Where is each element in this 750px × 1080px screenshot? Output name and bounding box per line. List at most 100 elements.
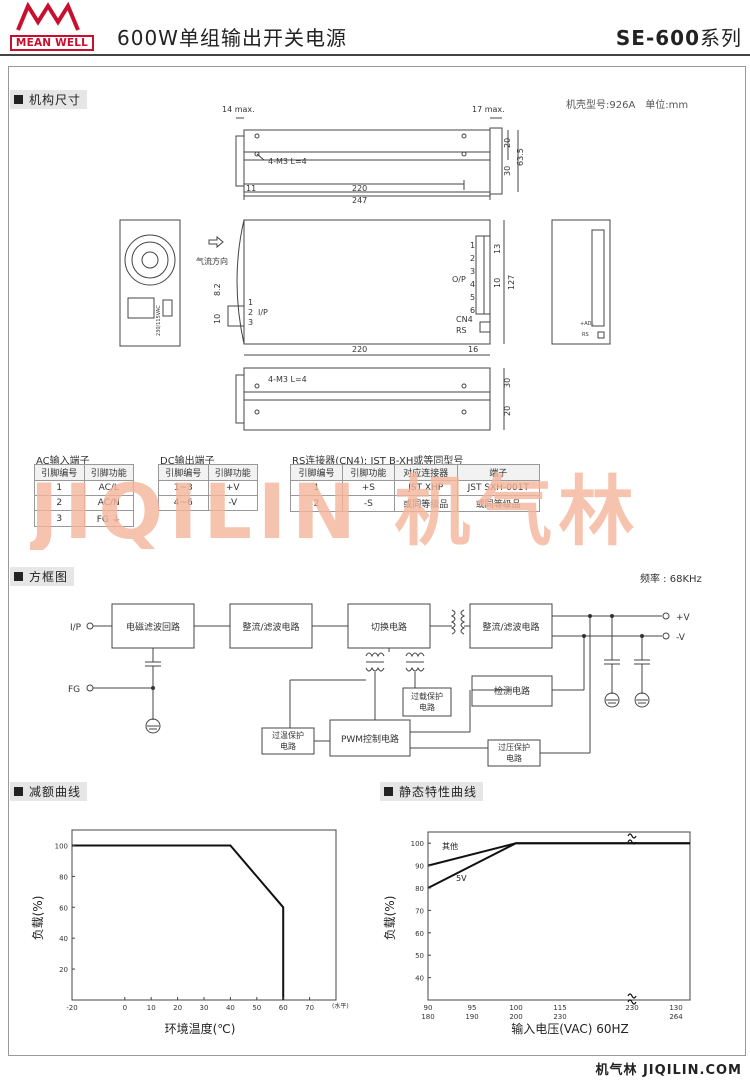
static-x-tick2: 200 (509, 1013, 522, 1021)
derating-x-tick: 60 (279, 1004, 288, 1012)
static-section-title: 静态特性曲线 (380, 782, 484, 801)
out-pin-1: 1 (470, 241, 475, 250)
meanwell-logo: MEAN WELL (8, 2, 96, 54)
static-series-other (427, 842, 690, 867)
block-detect (471, 675, 553, 707)
dim-screw-top: 4-M3 L=4 (268, 157, 307, 166)
static-x-tick: 90 (424, 1004, 433, 1012)
block-detect-label: 检测电路 (494, 685, 530, 697)
op-label: O/P (452, 275, 466, 284)
derating-xlabel: 环境温度(℃) (165, 1021, 236, 1036)
derating-ylabel: 负载(%) (31, 896, 45, 941)
derating-y-tick: 40 (59, 935, 68, 943)
static-y-tick: 60 (415, 930, 424, 938)
table-cell: FG ⏚ (83, 510, 134, 527)
block-ovp-label1: 过压保护 (498, 742, 530, 752)
page-title: 600W单组输出开关电源 (117, 26, 347, 50)
static-x-tick: 100 (509, 1004, 522, 1012)
block-orect-label: 整流/滤波电路 (482, 621, 539, 633)
static-x-tick2: 230 (553, 1013, 566, 1021)
block-olp-label2: 电路 (419, 702, 435, 712)
static-x-tick: 95 (468, 1004, 477, 1012)
out-pos-label: +V (676, 613, 691, 623)
watermark: JIQILIN 机气林 (30, 468, 640, 550)
static-x-tick: 115 (553, 1004, 566, 1012)
footer-brand: 机气林 JIQILIN.COM (595, 1063, 742, 1078)
in-pin-1: 1 (248, 298, 253, 307)
dim-20: 20 (503, 138, 512, 148)
mechanical-title-text: 机构尺寸 (29, 93, 82, 107)
dim-17: 17 max. (472, 105, 505, 114)
mechanical-section-title: 机构尺寸 (10, 90, 88, 109)
dim-14: 14 max. (222, 105, 255, 114)
table-cell: 或同等级品 (456, 495, 541, 512)
dim-screw-bottom: 4-M3 L=4 (268, 375, 307, 384)
static-x-tick2: 264 (669, 1013, 683, 1021)
ac-rating-label: 230/115VAC (156, 305, 162, 336)
axis-break-icon (627, 833, 637, 1005)
in-pin-3: 3 (248, 318, 253, 327)
adj-label: +ADJ. (580, 321, 595, 327)
ac-header-pin: 引脚编号 (34, 464, 85, 481)
rs-table-caption: RS连接器(CN4): JST B-XH或等同型号 (292, 456, 464, 467)
block-section-title: 方框图 (10, 567, 75, 586)
static-ylabel: 负载(%) (383, 896, 397, 941)
case-info: 机壳型号:926A 单位:mm (566, 100, 689, 111)
derating-section-title: 减额曲线 (10, 782, 88, 801)
dim-20-bottom: 20 (503, 406, 512, 416)
derating-x-tick: -20 (66, 1004, 77, 1012)
derating-y-tick: 100 (55, 842, 68, 850)
dim-16: 16 (468, 345, 478, 354)
static-plot-area (427, 831, 691, 1001)
series-suffix: 系列 (700, 26, 742, 50)
derating-x-tick: 10 (147, 1004, 156, 1012)
static-series-other-label: 其他 (442, 841, 458, 851)
mechanical-drawing: 14 max. 17 max. 20 30 63.5 4-M3 L=4 11 2… (119, 105, 611, 431)
rs-small-label: RS (582, 332, 589, 338)
derating-x-tick: 0 (123, 1004, 127, 1012)
dc-table-caption: DC输出端子 (160, 456, 215, 467)
table-row: 1~3+V (158, 480, 258, 496)
block-olp-label1: 过载保护 (411, 691, 443, 701)
dc-table: 引脚编号引脚功能 1~3+V 4~6-V (158, 464, 258, 511)
derating-x-tick: 40 (226, 1004, 235, 1012)
derating-y-tick: 60 (59, 904, 68, 912)
in-pin-2: 2 (248, 308, 253, 317)
logo-mark-icon (16, 2, 80, 31)
derating-x-tick: 20 (173, 1004, 182, 1012)
dim-8-2: 8.2 (213, 283, 222, 296)
block-ovp-label2: 电路 (506, 753, 522, 763)
static-y-tick: 100 (411, 840, 424, 848)
block-title-text: 方框图 (29, 570, 69, 584)
block-otp-label1: 过温保护 (272, 730, 304, 740)
out-neg-label: -V (676, 633, 686, 643)
static-y-tick: 80 (415, 885, 424, 893)
table-cell: -V (207, 495, 258, 511)
table-cell: -S (341, 495, 395, 512)
ac-table-caption: AC输入端子 (36, 456, 90, 467)
header-divider (0, 54, 750, 56)
static-series-5v-label: 5V (456, 874, 467, 883)
dc-header-pin: 引脚编号 (158, 464, 209, 481)
derating-xlabel-extra: (水平) (332, 1002, 349, 1010)
dim-13: 13 (493, 244, 502, 254)
airflow-label: 气流方向 (196, 256, 228, 266)
derating-x-tick: 70 (305, 1004, 314, 1012)
block-rect-label: 整流/滤波电路 (242, 621, 299, 633)
block-olp (402, 687, 452, 717)
static-title-text: 静态特性曲线 (399, 785, 478, 799)
dc-header-func: 引脚功能 (207, 464, 258, 481)
static-y-tick: 50 (415, 952, 424, 960)
derating-series-line (72, 844, 285, 1000)
static-xlabel: 输入电压(VAC) 60HZ (511, 1021, 629, 1036)
dim-220-top: 220 (352, 184, 367, 193)
derating-y-tick: 80 (59, 873, 68, 881)
watermark-text: JIQILIN 机气林 (30, 468, 640, 550)
derating-y-tick: 20 (59, 966, 68, 974)
